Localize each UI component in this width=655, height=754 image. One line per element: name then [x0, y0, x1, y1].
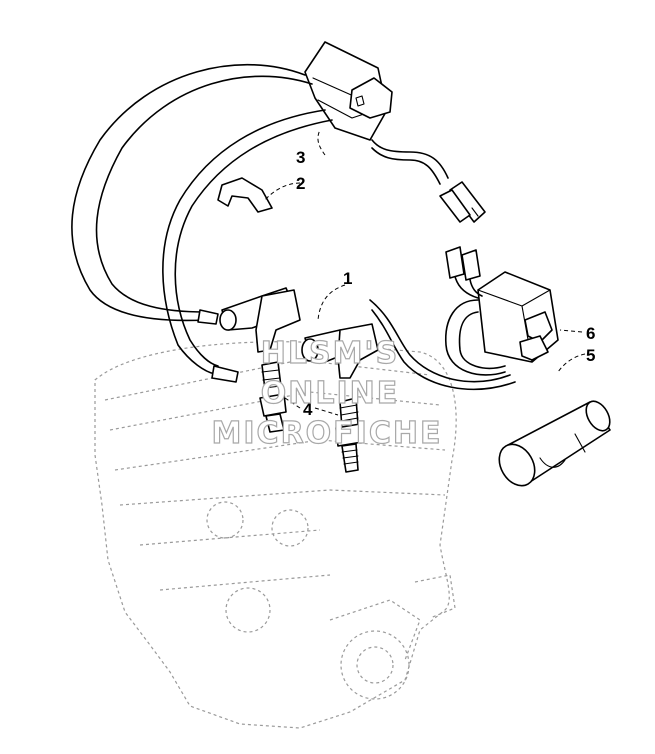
spark-plug-boots [219, 287, 379, 379]
callout-3: 3 [296, 148, 305, 167]
wire-clip [217, 177, 273, 213]
watermark-line-3: MICROFICHE [212, 416, 443, 451]
primary-wire [369, 299, 516, 391]
cdi-cover-tube [498, 400, 611, 487]
coil-connector [439, 181, 486, 223]
callout-1: 1 [343, 269, 352, 288]
callout-2: 2 [296, 174, 305, 193]
watermark-line-1: HLSM'S [261, 336, 399, 371]
ignition-coil [304, 41, 449, 185]
leader-lines [264, 129, 586, 416]
high-tension-leads [71, 63, 333, 383]
callout-4: 4 [303, 400, 313, 419]
engine-block-outline [94, 341, 457, 729]
watermark-line-2: ONLINE [261, 376, 400, 411]
spark-plugs [259, 361, 363, 473]
cdi-module [445, 246, 559, 376]
callout-5: 5 [586, 346, 595, 365]
callout-6: 6 [586, 324, 595, 343]
